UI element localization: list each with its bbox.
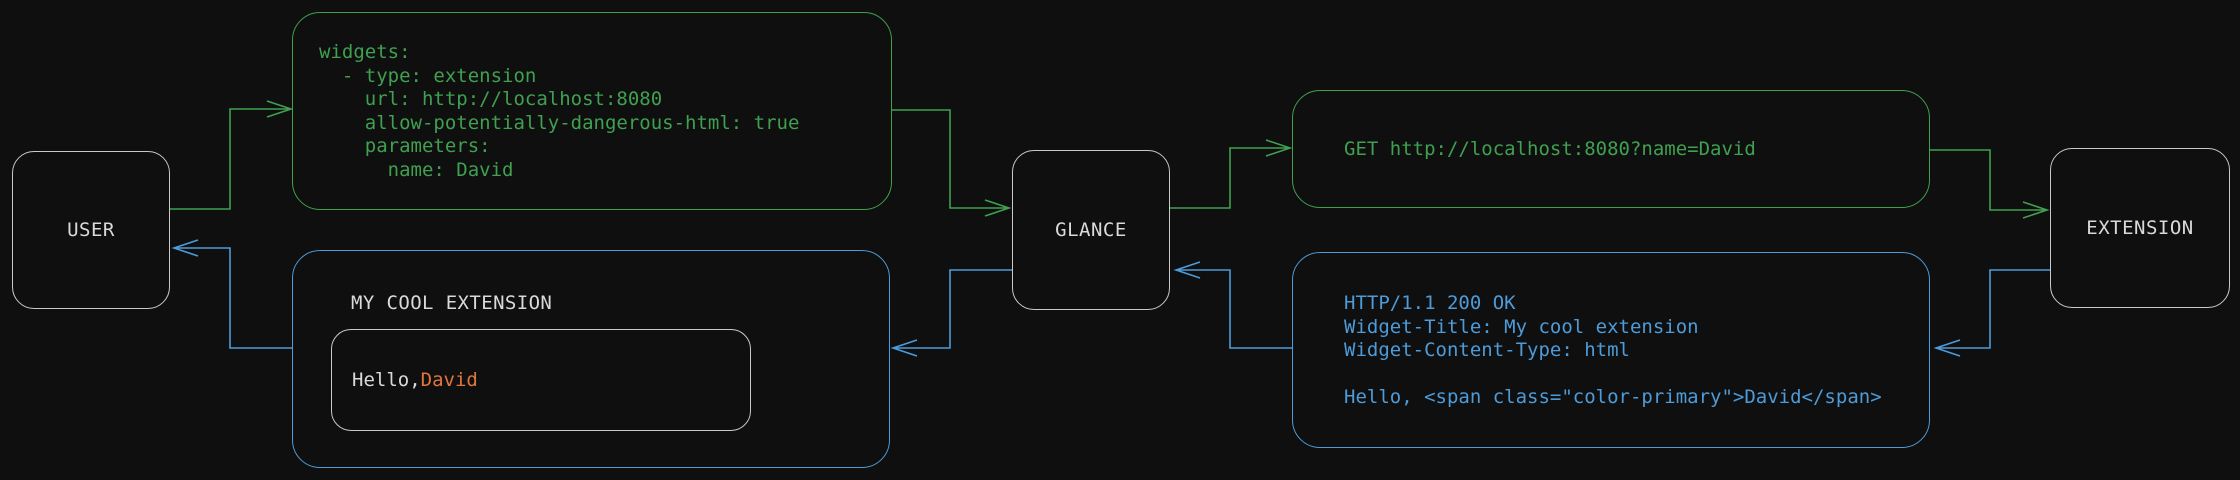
http-request-box: GET http://localhost:8080?name=David: [1292, 90, 1930, 208]
arrow-glance-to-widget: [890, 269, 1012, 357]
yaml-config-box: widgets: - type: extension url: http://l…: [292, 12, 892, 210]
http-response-box: HTTP/1.1 200 OK Widget-Title: My cool ex…: [1292, 252, 1930, 448]
arrow-glance-to-request: [1170, 139, 1293, 209]
arrow-extension-to-response: [1933, 269, 2050, 357]
widget-title: MY COOL EXTENSION: [351, 292, 553, 314]
extension-node-label: EXTENSION: [2086, 217, 2194, 239]
arrow-response-to-glance: [1173, 261, 1292, 349]
glance-node-label: GLANCE: [1055, 219, 1127, 241]
http-response-code: HTTP/1.1 200 OK Widget-Title: My cool ex…: [1344, 292, 1882, 408]
http-request-text: GET http://localhost:8080?name=David: [1344, 138, 1756, 160]
user-node: USER: [12, 151, 170, 309]
glance-node: GLANCE: [1012, 150, 1170, 310]
yaml-config-code: widgets: - type: extension url: http://l…: [319, 41, 800, 181]
widget-greeting-box: Hello, David: [331, 329, 751, 431]
extension-node: EXTENSION: [2050, 148, 2230, 308]
greeting-name: David: [420, 369, 478, 391]
arrow-request-to-extension: [1930, 149, 2050, 219]
arrow-widget-to-user: [171, 239, 292, 349]
greeting-prefix: Hello,: [352, 369, 421, 391]
arrow-config-to-glance: [892, 109, 1012, 217]
arrow-user-to-config: [170, 100, 294, 210]
user-node-label: USER: [67, 219, 115, 241]
rendered-widget-box: MY COOL EXTENSION Hello, David: [292, 250, 890, 468]
